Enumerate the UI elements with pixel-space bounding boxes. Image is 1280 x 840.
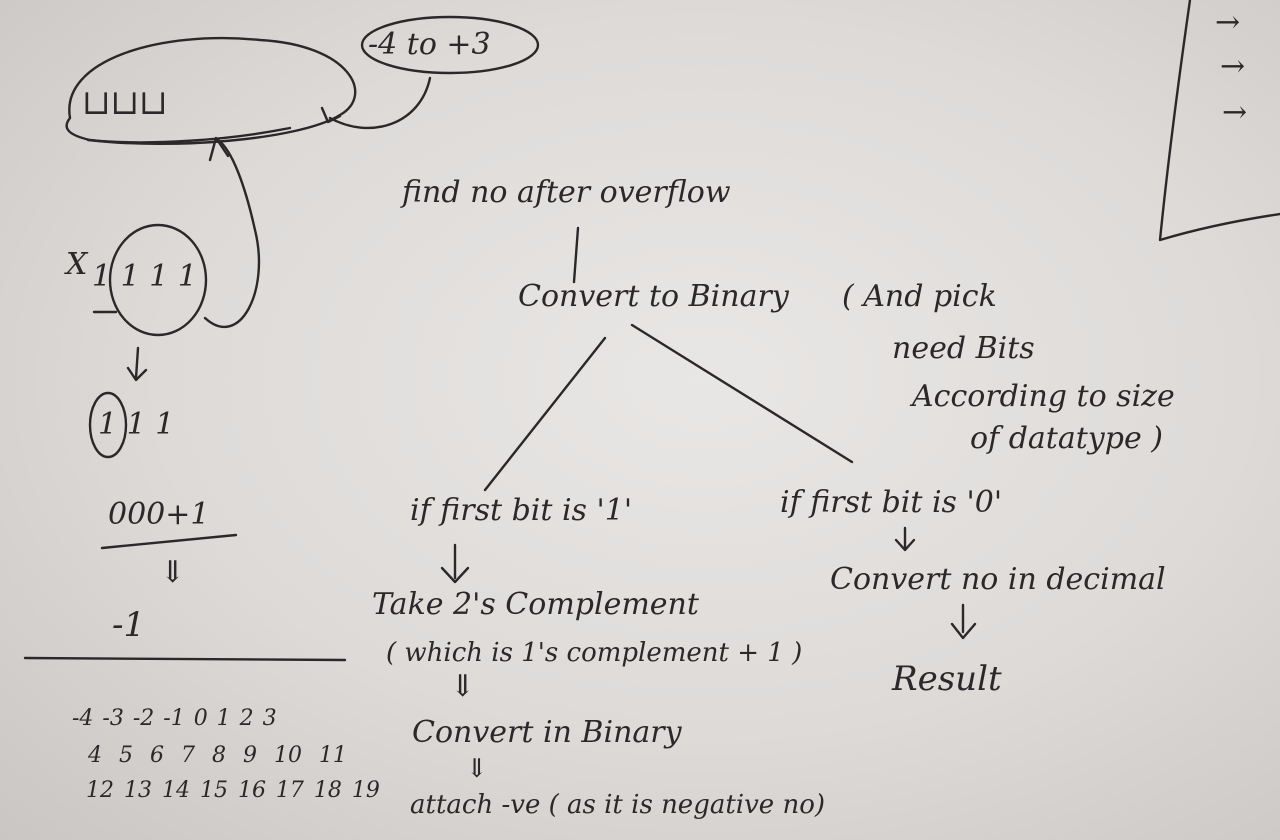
overflow-bits: 1 1 1 1 xyxy=(92,259,197,294)
bit-slots: ⊔⊔⊔ xyxy=(82,83,168,123)
double-down-arrow: ⇓ xyxy=(160,555,186,590)
left-branch-condition: if first bit is '1' xyxy=(410,493,633,528)
number-row-2: 4 5 6 7 8 9 10 11 xyxy=(88,743,347,768)
result-label: Result xyxy=(892,659,1002,699)
double-down-arrow-3: ⇓ xyxy=(466,754,488,784)
number-row-3: 12 13 14 15 16 17 18 19 xyxy=(86,778,380,803)
corner-arrow-1: → xyxy=(1215,5,1241,40)
ones-complement-plus-one: 000+1 xyxy=(108,497,210,532)
twos-complement-note: ( which is 1's complement + 1 ) xyxy=(386,638,803,668)
right-branch-condition: if first bit is '0' xyxy=(780,485,1003,520)
number-row-1: -4 -3 -2 -1 0 1 2 3 xyxy=(72,706,277,731)
note-line-1: ( And pick xyxy=(842,279,997,314)
double-down-arrow-2: ⇓ xyxy=(450,669,476,704)
note-line-2: need Bits xyxy=(892,331,1035,366)
step-twos-complement: Take 2's Complement xyxy=(372,587,699,622)
step-convert-in-binary: Convert in Binary xyxy=(412,715,682,750)
step-convert-decimal: Convert no in decimal xyxy=(830,562,1166,597)
carry-mark: X xyxy=(66,247,88,282)
minus-one-result: -1 xyxy=(112,605,146,645)
result-bits: 1 1 1 xyxy=(98,407,175,442)
note-line-4: of datatype ) xyxy=(970,421,1163,456)
step-convert-to-binary: Convert to Binary xyxy=(518,279,789,314)
corner-arrow-3: → xyxy=(1222,95,1248,130)
range-label: -4 to +3 xyxy=(368,27,491,62)
step-attach-negative: attach -ve ( as it is negative no) xyxy=(410,790,825,820)
corner-arrow-2: → xyxy=(1220,49,1246,84)
flowchart-title: find no after overflow xyxy=(402,175,731,210)
note-line-3: According to size xyxy=(912,379,1175,414)
